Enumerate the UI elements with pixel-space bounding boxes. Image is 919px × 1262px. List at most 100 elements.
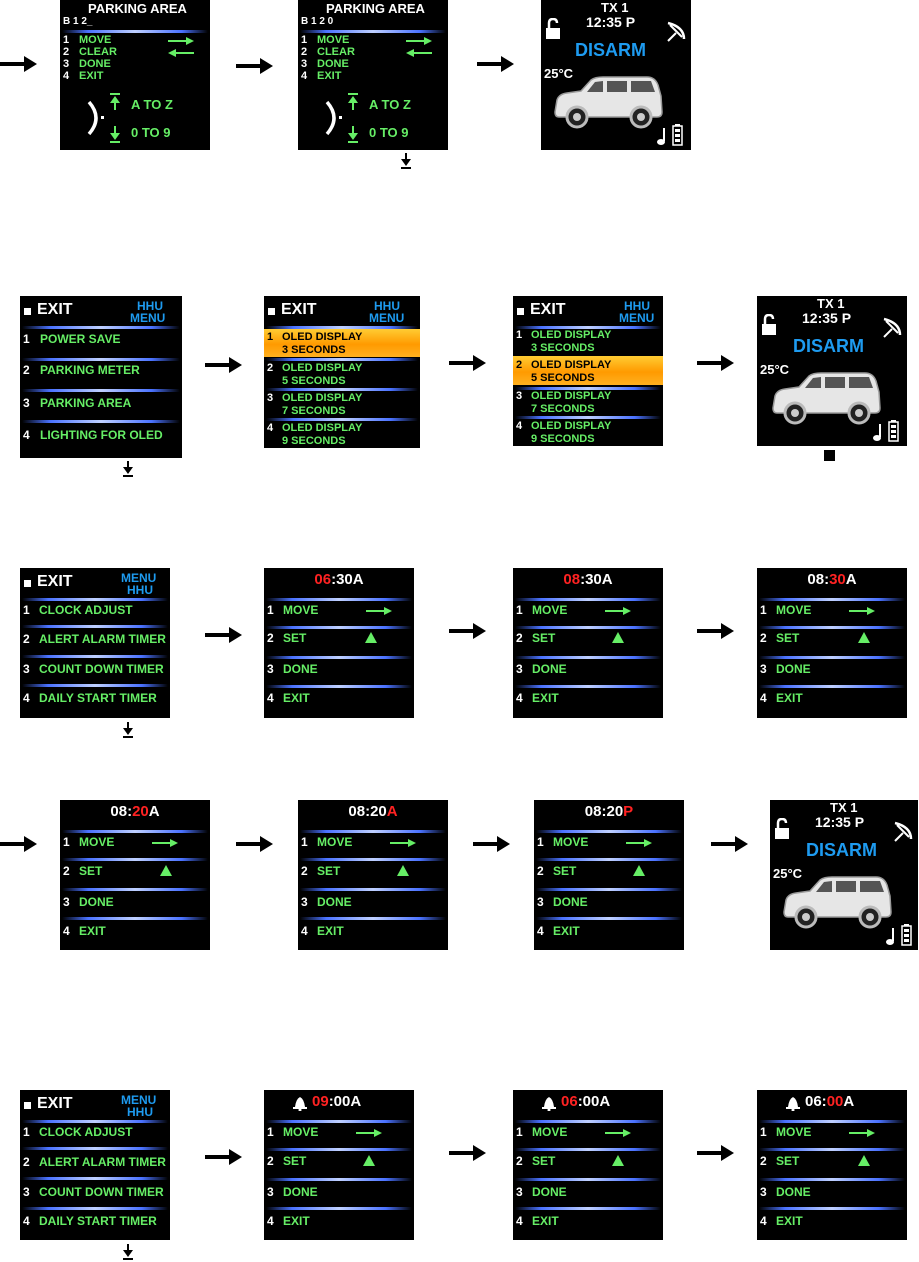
menu-item-move[interactable]: MOVE [776, 1125, 812, 1139]
exit-label[interactable]: EXIT [281, 301, 317, 318]
up-scroll-icon [348, 93, 358, 110]
menu-item-exit[interactable]: EXIT [317, 70, 342, 82]
menu-item-done[interactable]: DONE [532, 662, 567, 676]
oled-option-line1[interactable]: OLED DISPLAY [282, 422, 363, 434]
oled-option-line1[interactable]: OLED DISPLAY [282, 392, 363, 404]
menu-item-set[interactable]: SET [532, 631, 556, 645]
flow-arrow [449, 355, 486, 371]
menu-item-exit[interactable]: EXIT [776, 691, 803, 705]
menu-item-power-save[interactable]: POWER SAVE [40, 332, 121, 346]
menu-item-done[interactable]: DONE [776, 662, 811, 676]
exit-label[interactable]: EXIT [37, 1095, 73, 1112]
menu-item-exit[interactable]: EXIT [283, 691, 310, 705]
exit-label[interactable]: EXIT [37, 573, 73, 590]
bell-icon [293, 1097, 307, 1111]
alarm-time-screen: 09:00A 1 MOVE 2 SET 3 DONE 4 EXIT [264, 1090, 414, 1240]
hhu-label: HHU [374, 299, 400, 313]
menu-item-exit[interactable]: EXIT [317, 924, 344, 938]
parking-code: B 1 2_ [63, 16, 93, 27]
menu-item-count-down-timer[interactable]: COUNT DOWN TIMER [39, 662, 164, 676]
menu-item-set[interactable]: SET [532, 1154, 556, 1168]
menu-item-exit[interactable]: EXIT [553, 924, 580, 938]
divider [22, 1147, 168, 1150]
menu-item-clock-adjust[interactable]: CLOCK ADJUST [39, 603, 133, 617]
menu-item-move[interactable]: MOVE [283, 1125, 319, 1139]
status-screen: TX 1 12:35 P DISARM 25°C [770, 800, 918, 950]
down-press-icon [401, 153, 411, 169]
alarm-time-screen: 06:00A 1 MOVE 2 SET 3 DONE 4 EXIT [513, 1090, 663, 1240]
menu-item-done[interactable]: DONE [283, 1185, 318, 1199]
menu-item-move[interactable]: MOVE [317, 34, 350, 46]
oled-option-line1[interactable]: OLED DISPLAY [282, 362, 363, 374]
divider [62, 830, 208, 833]
menu-item-set[interactable]: SET [776, 631, 800, 645]
oled-option-line2: 5 SECONDS [531, 372, 595, 384]
divider [266, 1207, 412, 1210]
zero-to-nine-label: 0 TO 9 [369, 125, 409, 140]
menu-item-count-down-timer[interactable]: COUNT DOWN TIMER [39, 1185, 164, 1199]
parking-area-screen: PARKING AREA B 1 2 0 1 MOVE 2 CLEAR 3 DO… [298, 0, 448, 150]
menu-item-done[interactable]: DONE [776, 1185, 811, 1199]
menu-item-set[interactable]: SET [776, 1154, 800, 1168]
oled-option-line1[interactable]: OLED DISPLAY [282, 331, 363, 343]
right-arrow-icon [406, 37, 432, 45]
menu-item-done[interactable]: DONE [79, 58, 111, 70]
menu-item-set[interactable]: SET [283, 1154, 307, 1168]
menu-item-done[interactable]: DONE [317, 895, 352, 909]
menu-item-alert-alarm-timer[interactable]: ALERT ALARM TIMER [39, 1155, 166, 1169]
bell-icon [542, 1097, 556, 1111]
menu-item-parking-area[interactable]: PARKING AREA [40, 396, 132, 410]
menu-item-parking-meter[interactable]: PARKING METER [40, 363, 140, 377]
menu-item-move[interactable]: MOVE [776, 603, 812, 617]
oled-option-line1[interactable]: OLED DISPLAY [531, 359, 612, 371]
menu-item-clear[interactable]: CLEAR [317, 46, 355, 58]
up-triangle-icon [612, 1155, 624, 1166]
menu-item-move[interactable]: MOVE [532, 1125, 568, 1139]
menu-item-move[interactable]: MOVE [283, 603, 319, 617]
menu-item-move[interactable]: MOVE [79, 34, 112, 46]
flow-arrow [205, 1149, 242, 1165]
menu-item-move[interactable]: MOVE [532, 603, 568, 617]
menu-item-done[interactable]: DONE [283, 662, 318, 676]
exit-label[interactable]: EXIT [37, 301, 73, 318]
menu-item-clear[interactable]: CLEAR [79, 46, 117, 58]
menu-item-exit[interactable]: EXIT [79, 70, 104, 82]
menu-item-alert-alarm-timer[interactable]: ALERT ALARM TIMER [39, 632, 166, 646]
menu-item-done[interactable]: DONE [79, 895, 114, 909]
clock-menu-screen: EXIT MENU HHU 1 CLOCK ADJUST 2 ALERT ALA… [20, 568, 170, 718]
menu-item-daily-start-timer[interactable]: DAILY START TIMER [39, 691, 157, 705]
unlocked-padlock-icon [762, 314, 776, 335]
clock-time: 12:35 P [586, 14, 636, 30]
menu-item-done[interactable]: DONE [532, 1185, 567, 1199]
oled-option-line1[interactable]: OLED DISPLAY [531, 420, 612, 432]
menu-item-lighting-for-oled[interactable]: LIGHTING FOR OLED [40, 428, 163, 442]
menu-item-set[interactable]: SET [79, 864, 103, 878]
menu-item-move[interactable]: MOVE [79, 835, 115, 849]
oled-option-line2: 3 SECONDS [282, 344, 346, 356]
oled-option-line1[interactable]: OLED DISPLAY [531, 390, 612, 402]
menu-item-exit[interactable]: EXIT [532, 1214, 559, 1228]
menu-item-move[interactable]: MOVE [553, 835, 589, 849]
menu-item-exit[interactable]: EXIT [79, 924, 106, 938]
menu-item-set[interactable]: SET [317, 864, 341, 878]
menu-item-set[interactable]: SET [553, 864, 577, 878]
flow-arrow [711, 836, 748, 852]
time-set-screen: 06:30A 1 MOVE 2 SET 3 DONE 4 EXIT [264, 568, 414, 718]
divider [300, 830, 446, 833]
divider [62, 30, 208, 33]
menu-item-done[interactable]: DONE [553, 895, 588, 909]
menu-item-move[interactable]: MOVE [317, 835, 353, 849]
menu-item-daily-start-timer[interactable]: DAILY START TIMER [39, 1214, 157, 1228]
menu-item-done[interactable]: DONE [317, 58, 349, 70]
menu-item-clock-adjust[interactable]: CLOCK ADJUST [39, 1125, 133, 1139]
up-triangle-icon [612, 632, 624, 643]
right-arrow-icon [366, 607, 392, 615]
menu-item-set[interactable]: SET [283, 631, 307, 645]
right-arrow-icon [849, 1129, 875, 1137]
menu-item-exit[interactable]: EXIT [283, 1214, 310, 1228]
menu-item-exit[interactable]: EXIT [776, 1214, 803, 1228]
menu-item-exit[interactable]: EXIT [532, 691, 559, 705]
temperature: 25°C [760, 362, 790, 377]
oled-option-line1[interactable]: OLED DISPLAY [531, 329, 612, 341]
exit-label[interactable]: EXIT [530, 301, 566, 318]
